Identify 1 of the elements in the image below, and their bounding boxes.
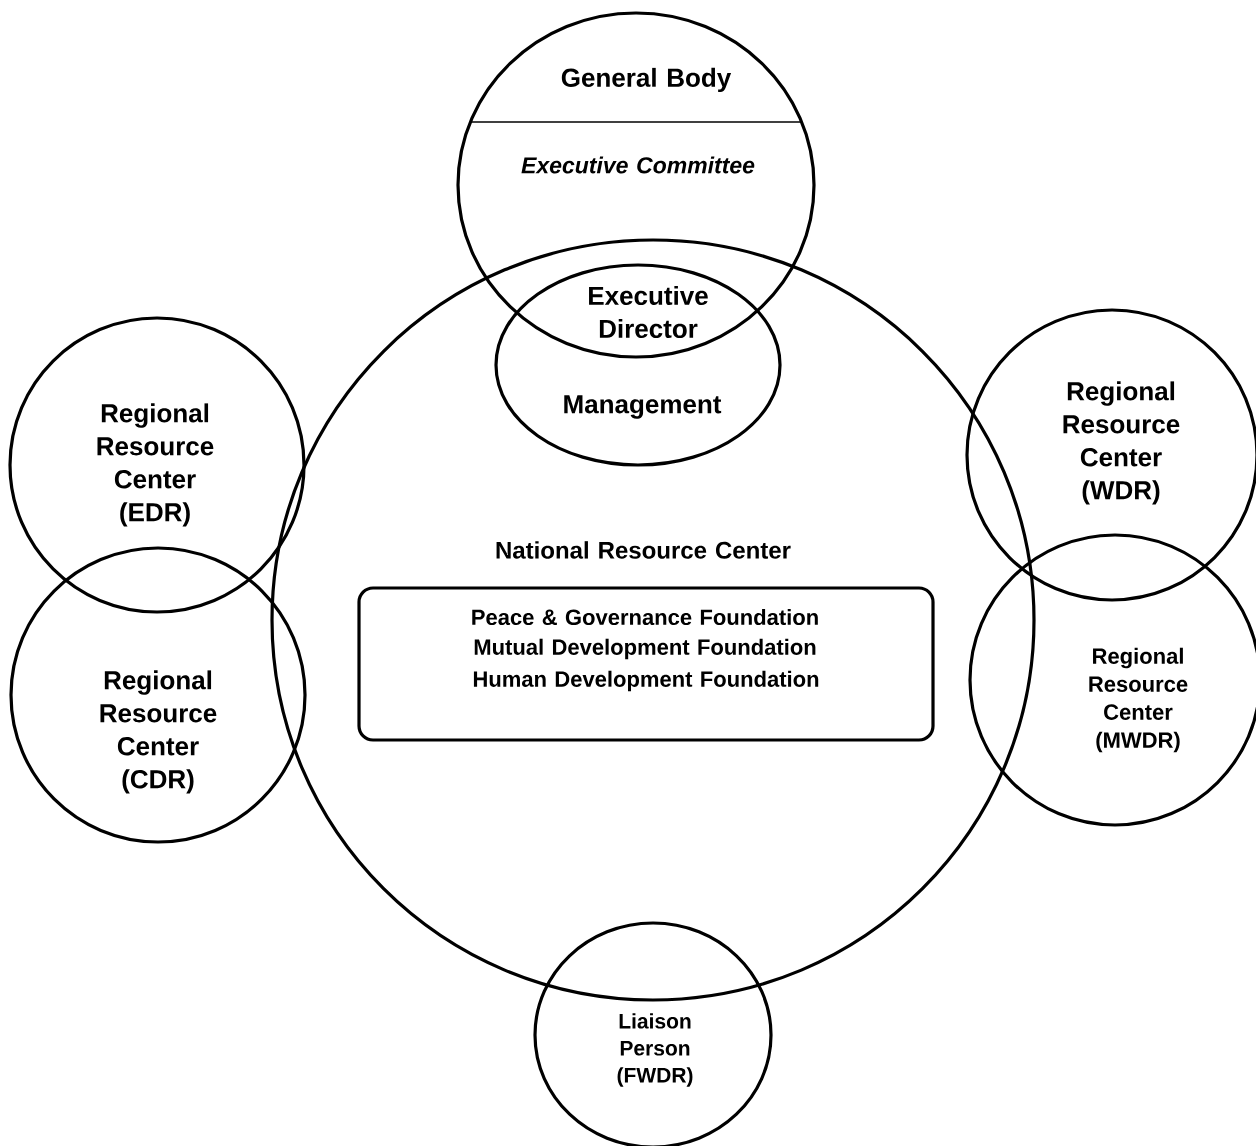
rounded-box: Peace & Governance Foundation Mutual Development Foundation Human Development Foundation: [357, 586, 935, 742]
